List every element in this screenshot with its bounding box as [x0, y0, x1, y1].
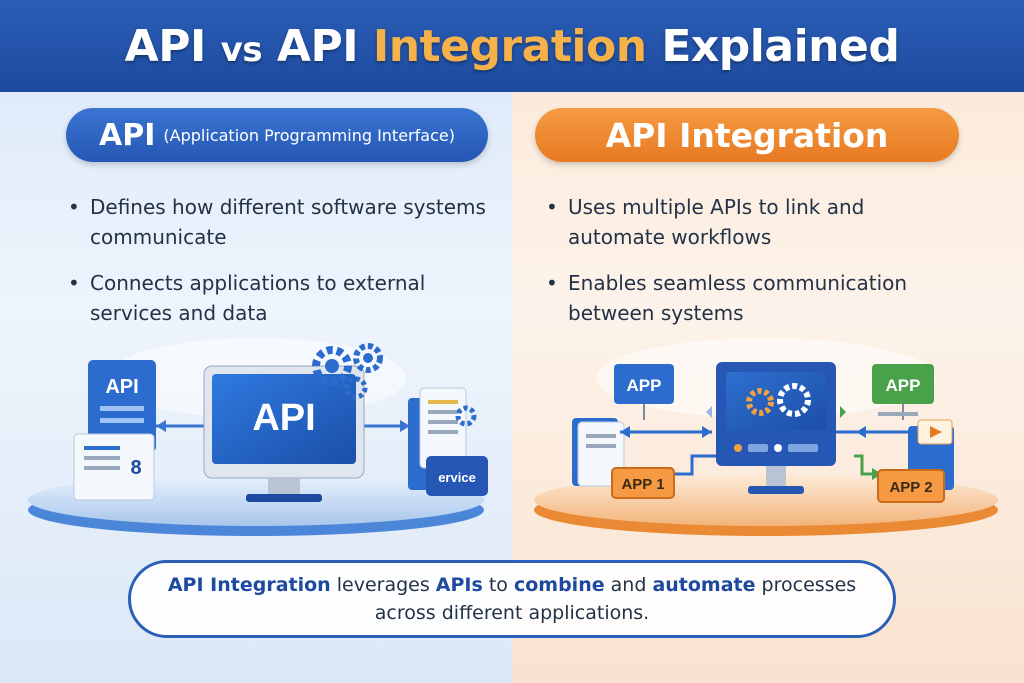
- api-integration-heading: API Integration: [605, 115, 889, 155]
- list-item: Defines how different software systems c…: [64, 192, 494, 252]
- list-item: Connects applications to external servic…: [64, 268, 494, 328]
- summary-combine: combine: [513, 574, 605, 596]
- doc-api-label: API: [105, 376, 138, 398]
- arrow-right-icon: [400, 420, 410, 432]
- summary-text: API Integration leverages APIs to combin…: [161, 571, 863, 627]
- app2-label: APP 2: [889, 479, 932, 496]
- api-integration-illustration: APP APP: [534, 338, 998, 536]
- title-part-api-2: API: [276, 20, 359, 72]
- service-icon: ervice: [408, 387, 488, 496]
- summary-text-part: leverages: [330, 574, 436, 596]
- app1-label: APP 1: [621, 476, 664, 493]
- title-bar: API vs API Integration Explained: [0, 0, 1024, 92]
- api-heading-pill: API (Application Programming Interface): [66, 108, 488, 162]
- list-item: Uses multiple APIs to link and automate …: [542, 192, 962, 252]
- app-right-icon: APP: [872, 364, 934, 420]
- arrow-left-icon: [856, 426, 866, 438]
- summary-box: API Integration leverages APIs to combin…: [128, 560, 896, 638]
- summary-api-integration: API Integration: [167, 574, 331, 596]
- arrow-line: [854, 454, 878, 476]
- api-integration-bullet-list: Uses multiple APIs to link and automate …: [542, 192, 962, 344]
- app-left-label: APP: [627, 376, 662, 395]
- summary-text-part: and: [604, 574, 653, 596]
- monitor-icon: [706, 362, 846, 494]
- app2-badge: APP 2: [877, 469, 945, 503]
- summary-text-part: processes across different applications.: [374, 574, 857, 624]
- title-highlight: Integration: [372, 20, 647, 72]
- arrow-left-icon: [620, 426, 630, 438]
- arrow-line: [666, 454, 716, 476]
- api-illustration: API 8 API ervic: [28, 338, 488, 536]
- api-heading-main: API: [99, 117, 156, 153]
- screen-api-label: API: [252, 397, 315, 439]
- title-part-api: API: [124, 20, 207, 72]
- gear-icon: [344, 376, 368, 400]
- summary-text-part: to: [482, 574, 514, 596]
- title-explained: Explained: [661, 20, 900, 72]
- arrow-right-icon: [702, 426, 712, 438]
- summary-automate: automate: [652, 574, 756, 596]
- list-item: Enables seamless communication between s…: [542, 268, 962, 328]
- monitor-icon: API: [203, 365, 365, 502]
- page-title: API vs API Integration Explained: [125, 21, 900, 72]
- api-integration-heading-pill: API Integration: [535, 108, 959, 162]
- svg-text:8: 8: [130, 457, 141, 479]
- gear-icon: [353, 343, 383, 373]
- api-bullet-list: Defines how different software systems c…: [64, 192, 494, 344]
- api-heading-sub: (Application Programming Interface): [163, 125, 455, 145]
- app-right-label: APP: [886, 376, 921, 395]
- app1-badge: APP 1: [611, 467, 675, 499]
- service-label: ervice: [438, 470, 476, 485]
- api-document-icon: API 8: [73, 360, 156, 501]
- summary-apis: APIs: [435, 574, 483, 596]
- arrow-left-icon: [156, 420, 166, 432]
- title-vs: vs: [220, 29, 263, 70]
- gear-icon: [312, 346, 352, 386]
- app-left-icon: APP: [614, 364, 674, 420]
